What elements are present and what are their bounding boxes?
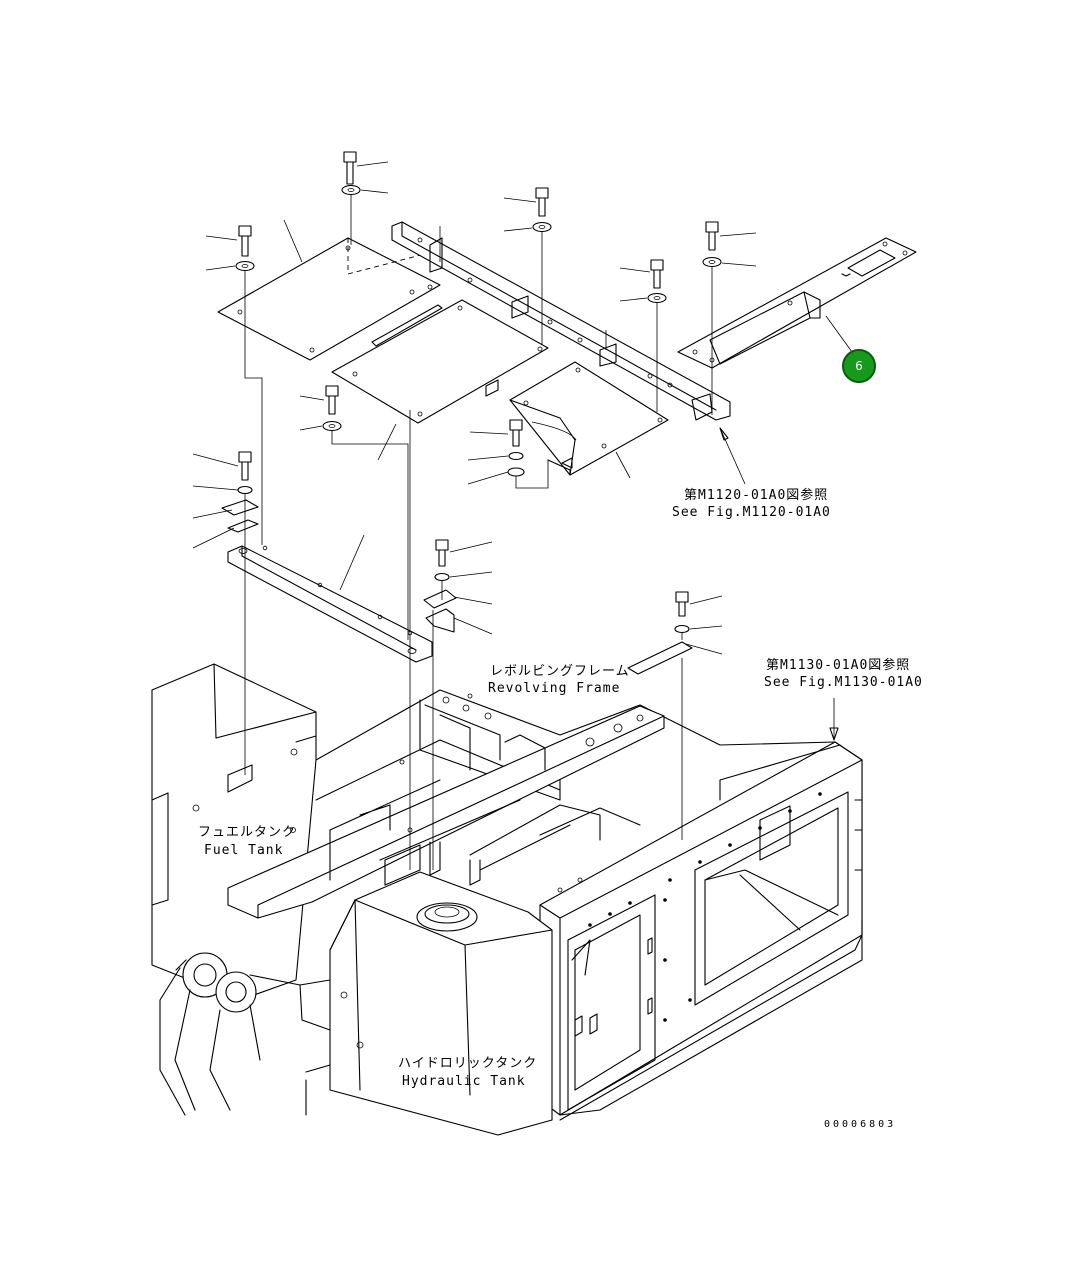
hydraulic-tank-label-jp: ハイドロリックタンク [398,1056,538,1071]
ref-label-m1120-en: See Fig.M1120-01A0 [672,505,831,520]
callout-6-balloon[interactable]: 6 [842,349,876,383]
assembly-lines [244,194,713,870]
ref-label-m1130-jp: 第M1130-01A0図参照 [766,658,911,673]
ref-label-m1130-en: See Fig.M1130-01A0 [764,675,923,690]
ref-label-m1120-jp: 第M1120-01A0図参照 [684,488,829,503]
leader-lines [192,161,853,741]
hydraulic-tank-label-en: Hydraulic Tank [402,1074,526,1089]
fasteners [235,151,722,634]
revolving-frame-label-en: Revolving Frame [488,681,621,696]
revolving-frame [151,663,863,1136]
fuel-tank-label-jp: フュエルタンク [198,825,297,840]
drawing-number: 00006803 [824,1119,897,1130]
fuel-tank-label-en: Fuel Tank [204,843,284,858]
cover-plates [217,221,917,675]
revolving-frame-label-jp: レボルビングフレーム [490,664,630,679]
